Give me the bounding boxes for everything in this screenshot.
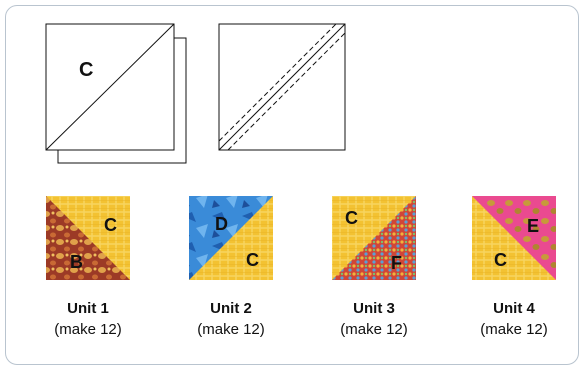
unit-3-label-top: C xyxy=(345,208,358,228)
unit-4-note: (make 12) xyxy=(459,321,569,338)
unit-2-label-top: D xyxy=(215,214,228,234)
unit-3-title: Unit 3 xyxy=(319,300,429,317)
unit-2-block xyxy=(189,196,273,280)
step-a-label: C xyxy=(79,59,93,81)
unit-4-title: Unit 4 xyxy=(459,300,569,317)
unit-1-title: Unit 1 xyxy=(33,300,143,317)
unit-4-label-bottom: C xyxy=(494,250,507,270)
unit-1-block xyxy=(46,196,130,280)
unit-2-title: Unit 2 xyxy=(176,300,286,317)
unit-3-label-bottom: F xyxy=(391,253,402,273)
unit-1-label-bottom: B xyxy=(70,252,83,272)
unit-2-note: (make 12) xyxy=(176,321,286,338)
unit-3-note: (make 12) xyxy=(319,321,429,338)
unit-4-block xyxy=(472,196,556,280)
unit-4-label-top: E xyxy=(527,216,539,236)
unit-1-label-top: C xyxy=(104,215,117,235)
unit-1-note: (make 12) xyxy=(33,321,143,338)
unit-2-label-bottom: C xyxy=(246,250,259,270)
